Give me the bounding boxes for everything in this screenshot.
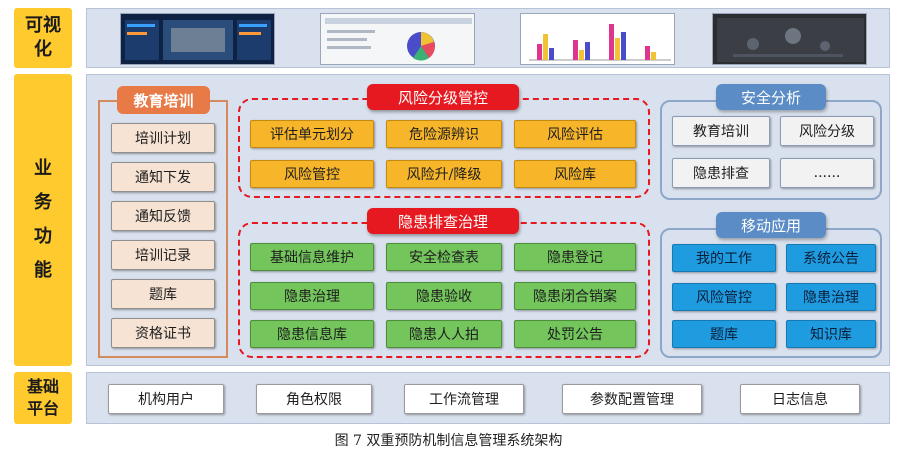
- dashboard-thumbnail-2-graphic: [321, 14, 475, 65]
- hazard-item-label: 基础信息维护: [270, 247, 354, 267]
- education-item-label: 通知反馈: [135, 206, 191, 226]
- analysis-item-label: 隐患排查: [693, 163, 749, 183]
- row-label-base-text: 基础平台: [26, 376, 60, 420]
- base-item-parameter-config[interactable]: 参数配置管理: [562, 384, 702, 414]
- figure-caption-text: 图 7 双重预防机制信息管理系统架构: [335, 433, 563, 449]
- education-item-certificate[interactable]: 资格证书: [111, 318, 215, 348]
- mobile-item-knowledge-base[interactable]: 知识库: [786, 320, 876, 348]
- analysis-item-risk-grading[interactable]: 风险分级: [780, 116, 874, 146]
- education-item-notice-issue[interactable]: 通知下发: [111, 162, 215, 192]
- risk-item-library[interactable]: 风险库: [514, 160, 636, 188]
- hazard-item-checklist[interactable]: 安全检查表: [386, 243, 502, 271]
- risk-item-unit-division[interactable]: 评估单元划分: [250, 120, 374, 148]
- hazard-item-penalty-notice[interactable]: 处罚公告: [514, 320, 636, 348]
- education-item-training-record[interactable]: 培训记录: [111, 240, 215, 270]
- risk-item-label: 风险升/降级: [407, 164, 482, 184]
- dashboard-thumbnail-3: [520, 13, 675, 65]
- education-item-training-plan[interactable]: 培训计划: [111, 123, 215, 153]
- mobile-item-hazard-treatment[interactable]: 隐患治理: [786, 283, 876, 311]
- risk-item-level-change[interactable]: 风险升/降级: [386, 160, 502, 188]
- education-item-notice-feedback[interactable]: 通知反馈: [111, 201, 215, 231]
- hazard-item-label: 隐患闭合销案: [533, 286, 617, 306]
- dashboard-thumbnail-3-graphic: [521, 14, 675, 65]
- hazard-item-label: 隐患登记: [547, 247, 603, 267]
- analysis-item-more[interactable]: ......: [780, 158, 874, 188]
- education-title: 教育培训: [117, 86, 210, 114]
- hazard-item-basic-info[interactable]: 基础信息维护: [250, 243, 374, 271]
- risk-item-control[interactable]: 风险管控: [250, 160, 374, 188]
- base-item-log-info[interactable]: 日志信息: [740, 384, 860, 414]
- education-item-question-bank[interactable]: 题库: [111, 279, 215, 309]
- figure-caption: 图 7 双重预防机制信息管理系统架构: [0, 430, 897, 450]
- mobile-item-risk-control[interactable]: 风险管控: [672, 283, 776, 311]
- mobile-item-label: 系统公告: [803, 248, 859, 268]
- hazard-item-label: 隐患治理: [284, 286, 340, 306]
- mobile-title-text: 移动应用: [741, 215, 801, 236]
- mobile-item-label: 我的工作: [696, 248, 752, 268]
- dashboard-thumbnail-1: [120, 13, 275, 65]
- education-item-label: 培训计划: [135, 128, 191, 148]
- base-item-workflow[interactable]: 工作流管理: [404, 384, 524, 414]
- risk-item-assessment[interactable]: 风险评估: [514, 120, 636, 148]
- hazard-item-label: 隐患人人拍: [409, 324, 479, 344]
- mobile-item-system-notice[interactable]: 系统公告: [786, 244, 876, 272]
- hazard-item-acceptance[interactable]: 隐患验收: [386, 282, 502, 310]
- education-item-label: 通知下发: [135, 167, 191, 187]
- risk-item-label: 评估单元划分: [270, 124, 354, 144]
- mobile-item-label: 知识库: [810, 324, 852, 344]
- risk-item-label: 风险库: [554, 164, 596, 184]
- mobile-item-question-bank[interactable]: 题库: [672, 320, 776, 348]
- analysis-item-label: 教育培训: [693, 121, 749, 141]
- hazard-title-text: 隐患排查治理: [398, 211, 488, 232]
- dashboard-thumbnail-4-graphic: [713, 14, 867, 65]
- mobile-item-label: 隐患治理: [803, 287, 859, 307]
- mobile-item-my-work[interactable]: 我的工作: [672, 244, 776, 272]
- risk-item-label: 危险源辨识: [409, 124, 479, 144]
- base-item-label: 日志信息: [772, 389, 828, 409]
- row-label-business-text: 业务功能: [32, 152, 54, 288]
- hazard-item-label: 隐患信息库: [277, 324, 347, 344]
- hazard-item-label: 处罚公告: [547, 324, 603, 344]
- analysis-title: 安全分析: [716, 84, 826, 110]
- base-item-label: 参数配置管理: [590, 389, 674, 409]
- row-label-visual: 可视化: [14, 8, 72, 68]
- base-item-label: 机构用户: [138, 389, 194, 409]
- hazard-item-rectification[interactable]: 隐患治理: [250, 282, 374, 310]
- analysis-item-hazard-check[interactable]: 隐患排查: [672, 158, 770, 188]
- dashboard-thumbnail-4: [712, 13, 867, 65]
- dashboard-thumbnail-2: [320, 13, 475, 65]
- analysis-item-education[interactable]: 教育培训: [672, 116, 770, 146]
- hazard-item-registration[interactable]: 隐患登记: [514, 243, 636, 271]
- base-item-role-permissions[interactable]: 角色权限: [256, 384, 372, 414]
- analysis-item-label: 风险分级: [799, 121, 855, 141]
- row-label-business: 业务功能: [14, 74, 72, 366]
- analysis-item-label: ......: [814, 165, 841, 181]
- hazard-item-closure[interactable]: 隐患闭合销案: [514, 282, 636, 310]
- base-item-label: 角色权限: [286, 389, 342, 409]
- mobile-item-label: 风险管控: [696, 287, 752, 307]
- analysis-title-text: 安全分析: [741, 87, 801, 108]
- row-label-base: 基础平台: [14, 372, 72, 424]
- base-item-org-users[interactable]: 机构用户: [108, 384, 224, 414]
- dashboard-thumbnail-1-graphic: [121, 14, 275, 65]
- base-item-label: 工作流管理: [429, 389, 499, 409]
- risk-item-label: 风险评估: [547, 124, 603, 144]
- hazard-item-photo-report[interactable]: 隐患人人拍: [386, 320, 502, 348]
- risk-item-label: 风险管控: [284, 164, 340, 184]
- risk-item-hazard-identification[interactable]: 危险源辨识: [386, 120, 502, 148]
- hazard-title: 隐患排查治理: [367, 208, 519, 234]
- education-item-label: 题库: [149, 284, 177, 304]
- education-title-text: 教育培训: [133, 90, 193, 111]
- hazard-item-label: 安全检查表: [409, 247, 479, 267]
- row-label-visual-text: 可视化: [24, 14, 62, 62]
- mobile-item-label: 题库: [710, 324, 738, 344]
- mobile-title: 移动应用: [716, 212, 826, 238]
- hazard-item-info-library[interactable]: 隐患信息库: [250, 320, 374, 348]
- risk-title-text: 风险分级管控: [398, 87, 488, 108]
- risk-title: 风险分级管控: [367, 84, 519, 110]
- education-item-label: 资格证书: [135, 323, 191, 343]
- education-item-label: 培训记录: [135, 245, 191, 265]
- hazard-item-label: 隐患验收: [416, 286, 472, 306]
